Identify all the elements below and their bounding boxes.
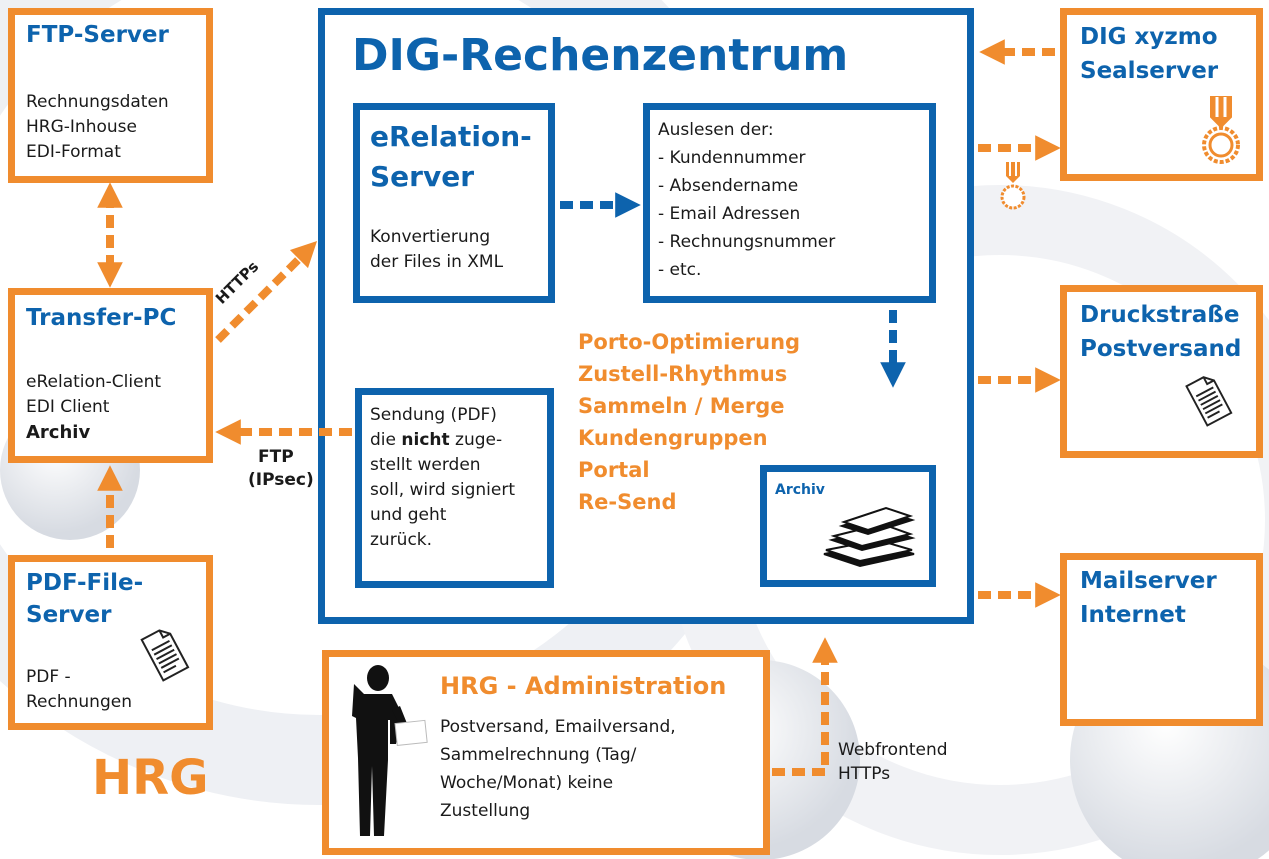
hrg-administration-line: Woche/Monat) keine: [440, 773, 614, 793]
ftp-label: (IPsec): [248, 470, 314, 490]
sendung-text: die: [370, 430, 402, 450]
auslesen-line: - Rechnungsnummer: [658, 232, 836, 252]
archiv-label: Archiv: [775, 482, 825, 498]
transfer-pc-line: EDI Client: [26, 397, 110, 417]
auslesen-box: [643, 103, 936, 303]
auslesen-line: - etc.: [658, 260, 702, 280]
auslesen-line: - Kundennummer: [658, 148, 806, 168]
arrow-webfrontend: [772, 637, 838, 776]
ftp-server-line: HRG-Inhouse: [26, 117, 137, 137]
auslesen-line: Auslesen der:: [658, 120, 774, 140]
sendung-line: die nicht zuge-: [370, 428, 502, 453]
mailserver-title: Internet: [1080, 602, 1186, 628]
businessman-silhouette-icon: [352, 665, 428, 836]
pdf-file-server-title: PDF-File-: [26, 570, 144, 596]
transfer-pc-box: [8, 288, 213, 463]
druckstrasse-box: [1060, 285, 1263, 458]
arrow-https: [215, 240, 318, 343]
sendung-box: [355, 388, 554, 588]
pdf-file-server-line: Rechnungen: [26, 692, 132, 712]
pdf-file-server-box: [8, 555, 213, 730]
sendung-bold: nicht: [401, 430, 450, 450]
feature-item: Portal: [578, 458, 650, 482]
ftp-label: FTP: [258, 447, 294, 467]
transfer-pc-archiv: Archiv: [26, 422, 91, 443]
webfrontend-label: Webfrontend: [838, 740, 948, 760]
druckstrasse-title: Postversand: [1080, 336, 1242, 362]
sendung-line: Sendung (PDF): [370, 405, 497, 425]
ftp-server-title: FTP-Server: [26, 22, 169, 48]
sendung-text: zuge-: [449, 430, 503, 450]
hrg-administration-title: HRG - Administration: [440, 672, 727, 700]
document-icon: [1185, 376, 1233, 427]
sendung-line: und geht: [370, 505, 447, 525]
dig-xyzmo-title: DIG xyzmo: [1080, 24, 1218, 50]
feature-item: Zustell-Rhythmus: [578, 362, 788, 386]
ftp-server-line: Rechnungsdaten: [26, 92, 169, 112]
hrg-administration-box: [322, 650, 770, 855]
mailserver-title: Mailserver: [1080, 568, 1217, 594]
hrg-administration-line: Zustellung: [440, 801, 531, 821]
erelation-server-line: der Files in XML: [370, 252, 504, 272]
transfer-pc-title: Transfer-PC: [26, 305, 177, 331]
feature-item: Re-Send: [578, 490, 677, 514]
sendung-line: stellt werden: [370, 455, 481, 475]
sendung-line: zurück.: [370, 530, 433, 550]
erelation-server-box: [353, 103, 555, 303]
hrg-administration-line: Postversand, Emailversand,: [440, 717, 676, 737]
seal-medal-icon: [1000, 162, 1026, 210]
hrg-label: HRG: [92, 750, 209, 806]
sendung-line: soll, wird signiert: [370, 480, 516, 500]
rechenzentrum-title: DIG-Rechenzentrum: [352, 30, 849, 81]
ftp-server-box: [8, 8, 213, 183]
druckstrasse-title: Druckstraße: [1080, 302, 1240, 328]
feature-item: Porto-Optimierung: [578, 330, 801, 354]
auslesen-line: - Email Adressen: [658, 204, 801, 224]
document-icon: [140, 629, 190, 682]
transfer-pc-line: eRelation-Client: [26, 372, 162, 392]
pdf-file-server-line: PDF -: [26, 667, 71, 687]
hrg-administration-line: Sammelrechnung (Tag/: [440, 745, 637, 765]
books-icon: [823, 506, 916, 568]
dig-xyzmo-title: Sealserver: [1080, 58, 1219, 84]
mailserver-box: [1060, 553, 1263, 726]
feature-item: Kundengruppen: [578, 426, 768, 450]
seal-medal-icon: [1202, 96, 1240, 164]
feature-item: Sammeln / Merge: [578, 394, 785, 418]
pdf-file-server-title: Server: [26, 602, 112, 628]
ftp-server-line: EDI-Format: [26, 142, 121, 162]
auslesen-line: - Absendername: [658, 176, 799, 196]
webfrontend-label: HTTPs: [838, 764, 891, 784]
erelation-server-line: Konvertierung: [370, 227, 491, 247]
erelation-server-title: Server: [370, 160, 475, 193]
erelation-server-title: eRelation-: [370, 120, 532, 153]
